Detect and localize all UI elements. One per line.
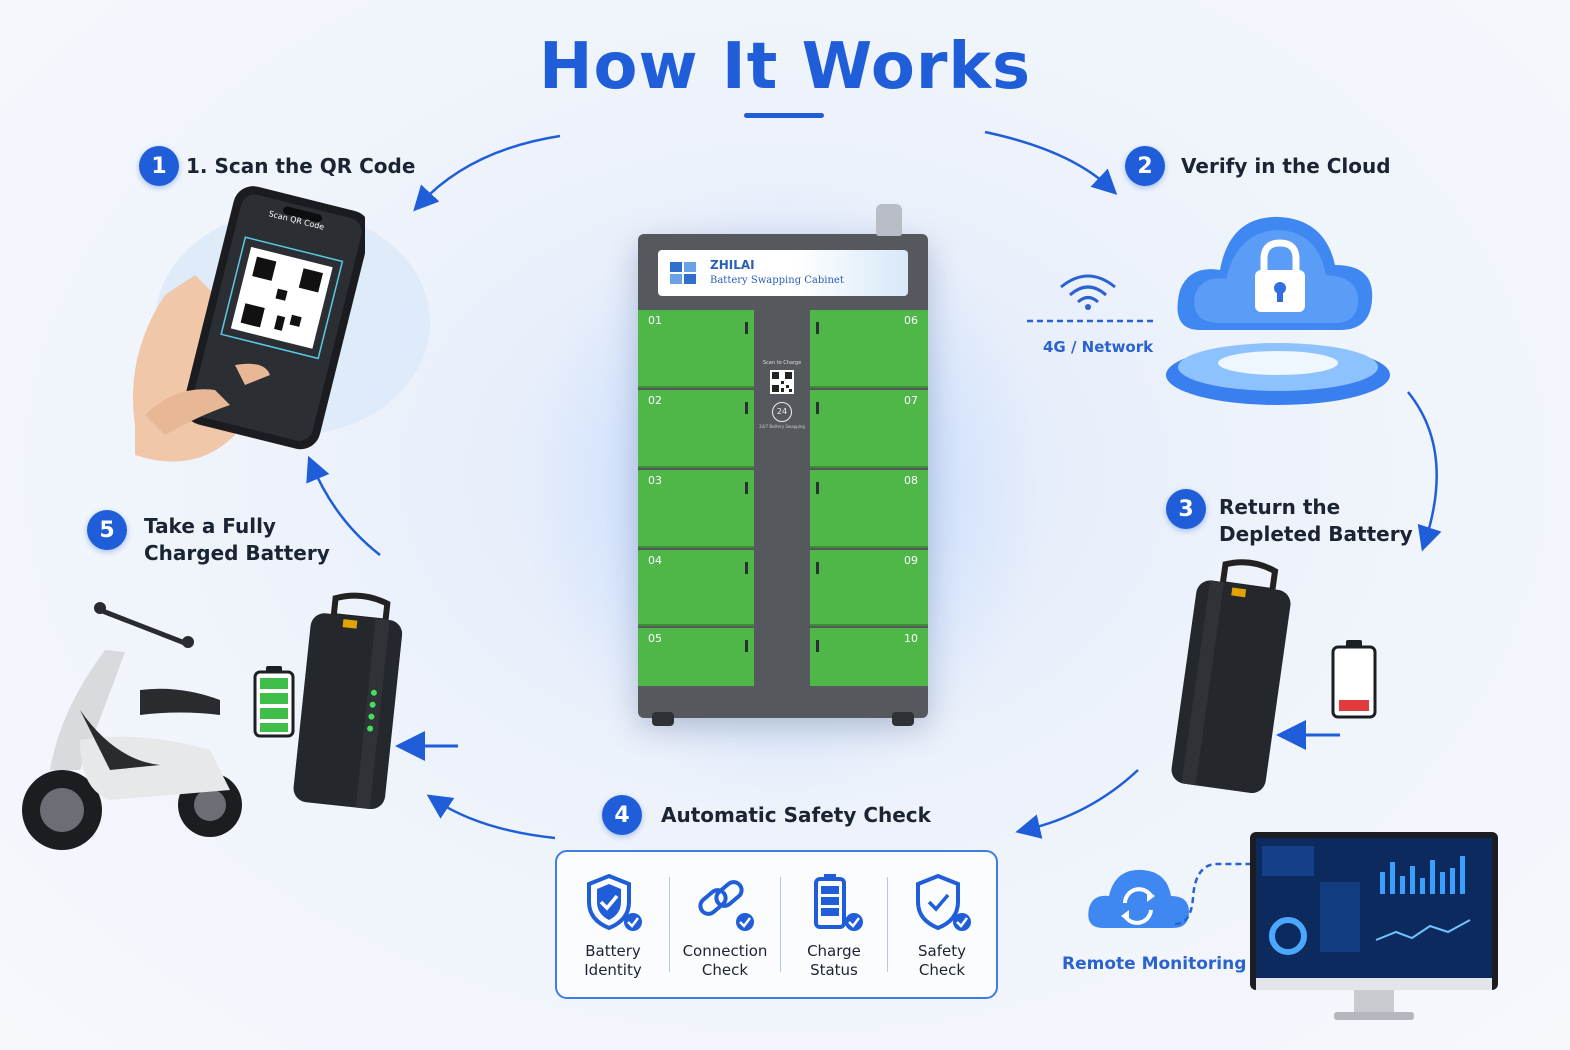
arrow-to-step2 <box>984 130 1118 195</box>
cabinet-brand: ZHILAI <box>710 258 755 272</box>
cabinet-caption: 24/7 Battery Swapping <box>759 424 805 429</box>
charged-battery-pack <box>293 592 403 810</box>
left-compartments: 01 02 03 04 05 <box>638 310 754 686</box>
battery-swapping-cabinet: ZHILAI Battery Swapping Cabinet 01 02 03… <box>638 204 928 726</box>
compartment-05: 05 <box>638 628 754 686</box>
step-5-label-line2: Charged Battery <box>144 541 330 565</box>
compartment-07: 07 <box>810 390 928 468</box>
24h-badge: 24 <box>772 402 792 422</box>
electric-scooter <box>22 602 242 850</box>
shield-check-icon <box>587 873 642 931</box>
compartment-09: 09 <box>810 550 928 626</box>
network-label: 4G / Network <box>1043 338 1154 356</box>
check-label-line1: Charge <box>807 942 861 960</box>
compartment-number: 06 <box>904 314 918 327</box>
compartment-number: 01 <box>648 314 662 327</box>
step-3-label-line1: Return the <box>1219 495 1341 519</box>
compartment-02: 02 <box>638 390 754 468</box>
link-chain-icon <box>698 880 754 931</box>
compartment-03: 03 <box>638 470 754 548</box>
monitoring-dashboard-monitor <box>1250 832 1498 1020</box>
cabinet-header: ZHILAI Battery Swapping Cabinet <box>658 250 908 296</box>
zhilai-logo <box>670 262 696 284</box>
arrow-to-step1 <box>413 134 561 212</box>
step-5-label-line1: Take a Fully <box>144 514 276 538</box>
check-label-line1: Connection <box>682 942 768 960</box>
compartment-01: 01 <box>638 310 754 388</box>
battery-low-icon <box>1331 640 1377 719</box>
compartment-number: 04 <box>648 554 662 567</box>
page-title: How It Works <box>538 30 1032 104</box>
arrow-to-step5-bottom <box>426 794 556 840</box>
check-label-line1: Battery <box>585 942 641 960</box>
compartment-04: 04 <box>638 550 754 626</box>
cabinet-subtitle: Battery Swapping Cabinet <box>710 275 844 286</box>
cabinet-camera <box>876 204 902 236</box>
compartment-number: 07 <box>904 394 918 407</box>
battery-full-icon <box>253 666 295 738</box>
compartment-number: 10 <box>904 632 918 645</box>
compartment-number: 02 <box>648 394 662 407</box>
step-2-label: Verify in the Cloud <box>1181 154 1391 178</box>
arrow-to-step4 <box>1015 769 1139 839</box>
wifi-signal-icon <box>1027 274 1157 323</box>
compartment-10: 10 <box>810 628 928 686</box>
divider <box>887 877 888 972</box>
title-underline <box>744 113 824 118</box>
cabinet-center-panel: Scan to Charge 24 24/7 Battery Swapping <box>754 310 810 686</box>
compartment-number: 03 <box>648 474 662 487</box>
remote-sync-cloud-icon <box>1088 862 1253 928</box>
check-label-line1: Safety <box>918 942 966 960</box>
step-4-label: Automatic Safety Check <box>661 803 931 827</box>
divider <box>780 877 781 972</box>
cabinet-qr-code <box>770 370 794 394</box>
cabinet-wheel <box>892 712 914 726</box>
step-3-label-line2: Depleted Battery <box>1219 522 1413 546</box>
compartment-06: 06 <box>810 310 928 388</box>
battery-status-icon <box>814 874 863 931</box>
step-5-badge: 5 <box>87 510 127 550</box>
cloud-lock-icon <box>1166 216 1390 405</box>
check-label-line2: Status <box>810 961 858 979</box>
remote-monitoring-label: Remote Monitoring <box>1062 954 1247 974</box>
arrow-to-step3 <box>1407 391 1442 552</box>
step-1-badge: 1 <box>139 146 179 186</box>
arrow-step5-up <box>306 455 381 556</box>
step-2-badge: 2 <box>1125 146 1165 186</box>
cabinet-wheel <box>652 712 674 726</box>
shield-check-outline-icon <box>916 873 971 931</box>
step-3-badge: 3 <box>1166 489 1206 529</box>
compartment-number: 08 <box>904 474 918 487</box>
divider <box>669 877 670 972</box>
right-compartments: 06 07 08 09 10 <box>810 310 928 686</box>
compartment-08: 08 <box>810 470 928 548</box>
check-label-line2: Check <box>918 961 966 979</box>
compartment-number: 09 <box>904 554 918 567</box>
check-label-line2: Check <box>701 961 749 979</box>
compartment-number: 05 <box>648 632 662 645</box>
scan-to-charge-label: Scan to Charge <box>762 360 802 366</box>
depleted-battery-pack <box>1171 559 1291 794</box>
check-label-line2: Identity <box>584 961 642 979</box>
step-1-label: 1. Scan the QR Code <box>186 154 416 178</box>
step-4-badge: 4 <box>602 795 642 835</box>
hand-holding-phone <box>133 186 365 462</box>
